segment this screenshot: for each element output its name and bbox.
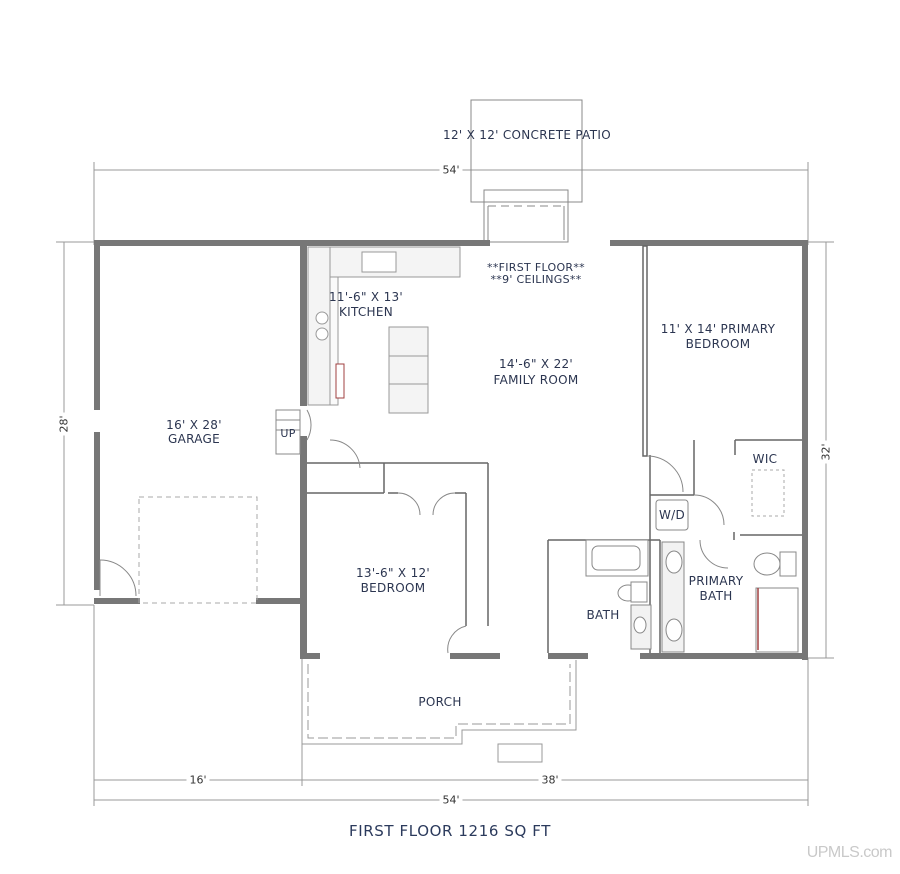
kitchen-cabinets: [307, 246, 461, 414]
family-room-dims: 14'-6" X 22': [498, 357, 574, 371]
primary-bath-line1: PRIMARY: [688, 574, 744, 588]
bath-fixtures: [585, 539, 652, 650]
primary-bath-line2: BATH: [699, 589, 733, 603]
dim-top-overall: 54': [439, 163, 463, 177]
exterior-walls: [94, 240, 808, 660]
note-first-floor: **FIRST FLOOR**: [487, 261, 585, 274]
porch-label: PORCH: [418, 695, 462, 709]
stair-up-label: UP: [280, 427, 296, 440]
bath-name: BATH: [586, 608, 620, 622]
dim-left-garage: 28': [57, 412, 71, 436]
primary-bath-fixtures: [661, 541, 799, 653]
washer-dryer: [655, 499, 689, 531]
dim-bottom-left: 16': [186, 773, 210, 787]
wic-label: WIC: [752, 452, 778, 466]
garage-dims: 16' X 28': [166, 418, 222, 432]
garage-name: GARAGE: [167, 432, 221, 446]
dim-bottom-overall: 54': [439, 793, 463, 807]
note-ceilings: **9' CEILINGS**: [490, 273, 582, 286]
kitchen-dims: 11'-6" X 13': [328, 290, 404, 304]
primary-bedroom-name: BEDROOM: [685, 337, 751, 351]
interior-walls: [307, 245, 802, 653]
patio: [470, 99, 583, 243]
watermark: UPMLS.com: [806, 844, 893, 861]
floor-title: FIRST FLOOR 1216 SQ FT: [349, 822, 551, 840]
bedroom-dims: 13'-6" X 12': [355, 566, 431, 580]
laundry-label: W/D: [658, 508, 686, 522]
dim-right-house: 32': [819, 440, 833, 464]
porch-outline: [301, 660, 577, 763]
door-swings: [99, 409, 729, 654]
garage-door-outline: [138, 496, 258, 604]
stair: [275, 409, 301, 455]
primary-bedroom-dims: 11' X 14' PRIMARY: [660, 322, 776, 336]
patio-label: 12' X 12' CONCRETE PATIO: [443, 128, 611, 142]
kitchen-name: KITCHEN: [338, 305, 394, 319]
wic-attic-access: [751, 469, 785, 517]
dim-bottom-right: 38': [538, 773, 562, 787]
bedroom-name: BEDROOM: [360, 581, 426, 595]
family-room-name: FAMILY ROOM: [493, 373, 579, 387]
